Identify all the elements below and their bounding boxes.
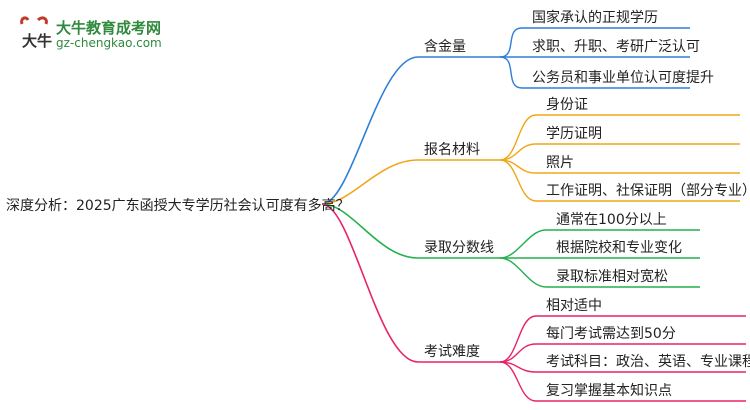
bull-logo-icon: 大牛 xyxy=(20,16,52,50)
logo-title: 大牛教育成考网 xyxy=(56,19,162,37)
leaf-label: 通常在100分以上 xyxy=(556,212,667,228)
logo-mark: 大牛 xyxy=(22,32,52,50)
leaf-label: 考试科目：政治、英语、专业课程 xyxy=(546,353,750,370)
leaf-connector xyxy=(499,229,547,259)
branch-label: 报名材料 xyxy=(424,142,480,158)
leaf-connector xyxy=(499,56,523,89)
leaf-connector xyxy=(499,159,537,202)
leaf-connector xyxy=(499,361,537,402)
root-topic: 深度分析：2025广东函授大专学历社会认可度有多高？ xyxy=(6,197,350,214)
leaf-label: 工作证明、社保证明（部分专业） xyxy=(546,183,750,199)
leaf-label: 求职、升职、考研广泛认可 xyxy=(532,39,700,55)
leaf-label: 国家承认的正规学历 xyxy=(532,9,658,26)
leaf-label: 相对适中 xyxy=(546,298,602,314)
branch-label: 含金量 xyxy=(424,39,466,55)
branch-label: 考试难度 xyxy=(424,344,480,360)
leaf-connector xyxy=(499,114,537,161)
mind-map-edges xyxy=(321,27,746,402)
branch-connector xyxy=(321,203,419,259)
branch-connector xyxy=(321,159,419,205)
leaf-connector xyxy=(499,343,537,363)
branch-connector xyxy=(321,56,419,205)
branch-connector xyxy=(321,203,419,363)
leaf-label: 录取标准相对宽松 xyxy=(556,268,668,285)
leaf-label: 根据院校和专业变化 xyxy=(556,239,682,256)
logo: 大牛 大牛教育成考网 gz-chengkao.com xyxy=(18,14,178,56)
branch-label: 录取分数线 xyxy=(424,240,494,256)
leaf-connector xyxy=(499,27,523,58)
leaf-label: 公务员和事业单位认可度提升 xyxy=(532,70,714,86)
logo-url: gz-chengkao.com xyxy=(56,36,162,50)
leaf-label: 照片 xyxy=(546,155,574,171)
leaf-label: 学历证明 xyxy=(546,126,602,142)
leaf-label: 身份证 xyxy=(546,97,588,113)
leaf-connector xyxy=(499,315,537,363)
leaf-label: 每门考试需达到50分 xyxy=(546,326,676,342)
leaf-label: 复习掌握基本知识点 xyxy=(546,382,672,399)
leaf-connector xyxy=(499,257,547,288)
mind-map-nodes: 含金量 国家承认的正规学历求职、升职、考研广泛认可公务员和事业单位认可度提升报名材… xyxy=(424,9,750,399)
